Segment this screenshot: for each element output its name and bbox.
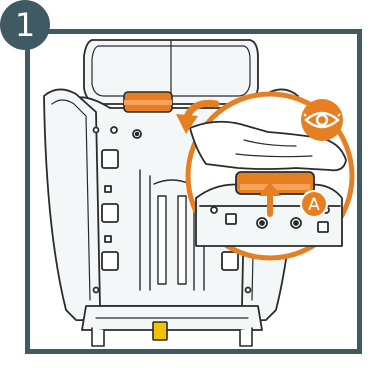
adjust-handle	[123, 91, 173, 113]
step-number-badge: 1	[0, 0, 50, 50]
hand	[189, 120, 347, 172]
motion-arrow	[176, 99, 220, 134]
up-arrow-icon	[259, 182, 281, 217]
callout-label: A	[308, 195, 320, 215]
left-wing	[43, 88, 101, 322]
release-tab	[152, 321, 168, 341]
eye-icon	[301, 99, 343, 141]
zoom-callout	[185, 91, 355, 261]
callout-a-badge	[300, 190, 328, 218]
